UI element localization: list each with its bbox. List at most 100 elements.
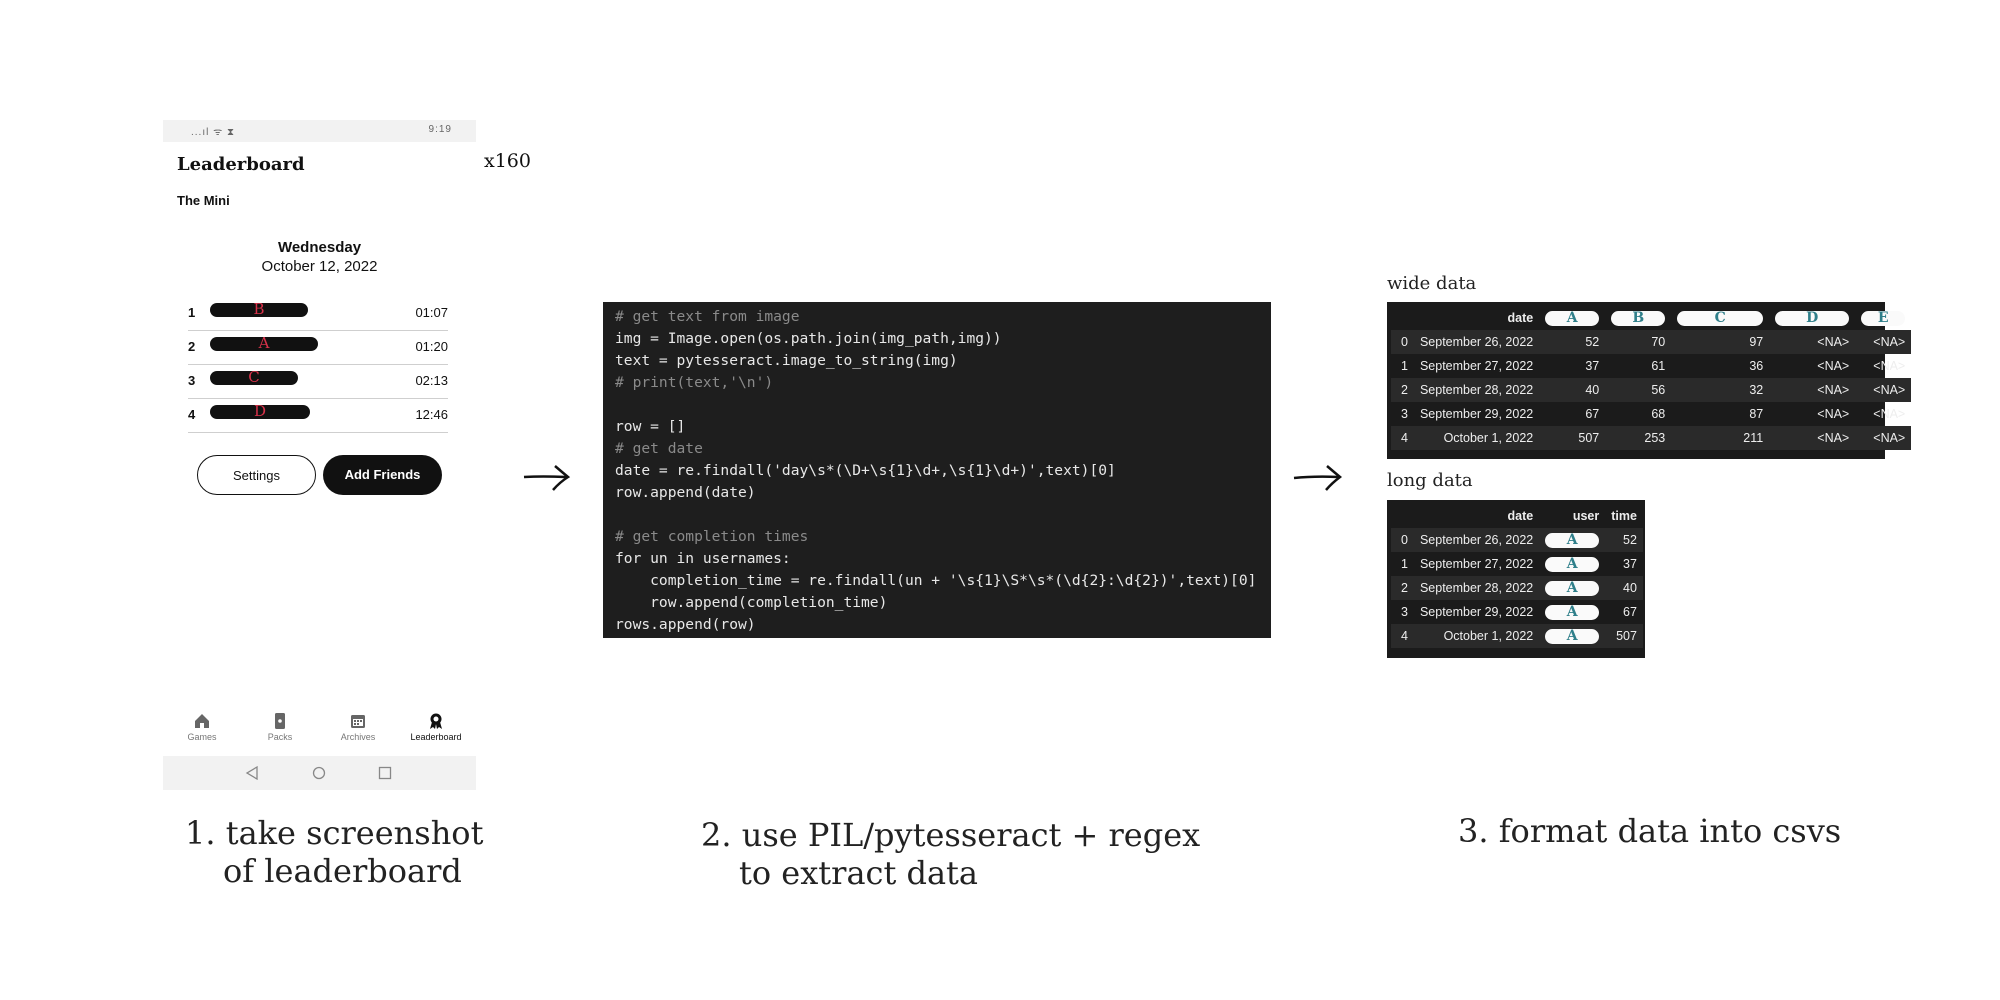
code-line: row.append(date) (615, 484, 756, 501)
multiplier-note: x160 (484, 150, 531, 172)
cell: <NA> (1817, 359, 1850, 373)
nav-label: Leaderboard (410, 732, 462, 742)
cell: <NA> (1817, 335, 1850, 349)
redacted-user: A (1545, 310, 1600, 326)
leaderboard-row: 4 D 12:46 (188, 399, 448, 433)
cell: 52 (1623, 533, 1637, 547)
cell: September 27, 2022 (1419, 359, 1534, 373)
redacted-user: A (1545, 532, 1600, 548)
column-header (1391, 504, 1414, 528)
code-line: completion_time = re.findall(un + '\s{1}… (615, 572, 1257, 589)
cell: <NA> (1873, 431, 1906, 445)
puzzle-name: The Mini (177, 193, 230, 208)
redacted-username: B (210, 300, 308, 318)
cell: 70 (1651, 335, 1666, 349)
column-header: B (1605, 306, 1671, 330)
cell: <NA> (1873, 383, 1906, 397)
cell: A (1539, 624, 1605, 648)
row-index: 4 (1401, 431, 1408, 445)
column-header: E (1855, 306, 1911, 330)
code-line: # get date (615, 440, 703, 457)
wide-data-title: wide data (1387, 273, 1477, 294)
cell: September 28, 2022 (1419, 581, 1534, 595)
redacted-user: A (1545, 556, 1600, 572)
rank: 4 (188, 407, 196, 422)
step-1-caption: 1. take screenshot of leaderboard (185, 814, 483, 890)
redacted-user: C (1677, 310, 1764, 326)
redacted-user: B (1611, 310, 1666, 326)
code-snippet: # get text from image img = Image.open(o… (603, 302, 1271, 638)
cell: 40 (1585, 383, 1600, 397)
cell: October 1, 2022 (1443, 431, 1534, 445)
column-header: D (1769, 306, 1855, 330)
leaderboard-phone-screenshot: ...ıl ᯤ ⧗ 9:19 Leaderboard The Mini Wedn… (163, 120, 476, 790)
row-index: 0 (1401, 335, 1408, 349)
row-index: 1 (1401, 557, 1408, 571)
caption-line: of leaderboard (223, 852, 462, 890)
nav-packs[interactable]: Packs (245, 712, 315, 742)
step-2-caption: 2. use PIL/pytesseract + regex to extrac… (701, 816, 1200, 892)
nav-leaderboard[interactable]: Leaderboard (401, 712, 471, 742)
nav-archives[interactable]: Archives (323, 712, 393, 742)
cell: 67 (1623, 605, 1637, 619)
home-icon[interactable] (312, 766, 326, 780)
code-line: img = Image.open(os.path.join(img_path,i… (615, 330, 1002, 347)
user-letter: B (253, 300, 265, 318)
code-line: text = pytesseract.image_to_string(img) (615, 352, 958, 369)
long-data-title: long data (1387, 470, 1473, 491)
column-header: date (1507, 311, 1534, 325)
back-icon[interactable] (245, 766, 259, 780)
code-line: # print(text,'\n') (615, 374, 774, 391)
cell: September 26, 2022 (1419, 533, 1534, 547)
column-header: user (1572, 509, 1600, 523)
nav-games[interactable]: Games (167, 712, 237, 742)
cell: <NA> (1817, 407, 1850, 421)
settings-button[interactable]: Settings (197, 455, 316, 495)
row-index: 2 (1401, 383, 1408, 397)
cell: 61 (1651, 359, 1666, 373)
column-header: C (1671, 306, 1769, 330)
cell: A (1539, 600, 1605, 624)
column-header: time (1611, 509, 1637, 523)
header-row: date A B C D E (1391, 306, 1911, 330)
cell: A (1539, 528, 1605, 552)
add-friends-button[interactable]: Add Friends (323, 455, 442, 495)
cell: <NA> (1817, 431, 1850, 445)
leaderboard-row: 3 C 02:13 (188, 365, 448, 399)
app-title: Leaderboard (177, 154, 305, 175)
cell: <NA> (1873, 359, 1906, 373)
code-line: row.append(completion_time) (615, 594, 888, 611)
right-arrow-icon (1293, 465, 1343, 491)
redacted-user: A (1545, 580, 1600, 596)
cell: 97 (1749, 335, 1764, 349)
cell: 67 (1585, 407, 1600, 421)
row-index: 0 (1401, 533, 1408, 547)
user-letter: D (253, 402, 267, 420)
redacted-user: E (1861, 310, 1906, 326)
redacted-user: A (1545, 628, 1600, 644)
status-time: 9:19 (428, 124, 452, 135)
row-index: 3 (1401, 407, 1408, 421)
nav-label: Packs (267, 732, 293, 742)
cell: 37 (1623, 557, 1637, 571)
ribbon-icon (430, 713, 442, 729)
status-bar: ...ıl ᯤ ⧗ 9:19 (163, 120, 476, 142)
calendar-icon (351, 715, 365, 728)
completion-time: 01:20 (415, 339, 448, 354)
leaderboard-date: October 12, 2022 (261, 258, 378, 275)
cell: 211 (1743, 431, 1764, 445)
leaderboard-row: 1 B 01:07 (188, 297, 448, 331)
cell: October 1, 2022 (1443, 629, 1534, 643)
recents-icon[interactable] (378, 766, 392, 780)
code-line: date = re.findall('day\s*(\D+\s{1}\d+,\s… (615, 462, 1116, 479)
cell: 37 (1585, 359, 1600, 373)
